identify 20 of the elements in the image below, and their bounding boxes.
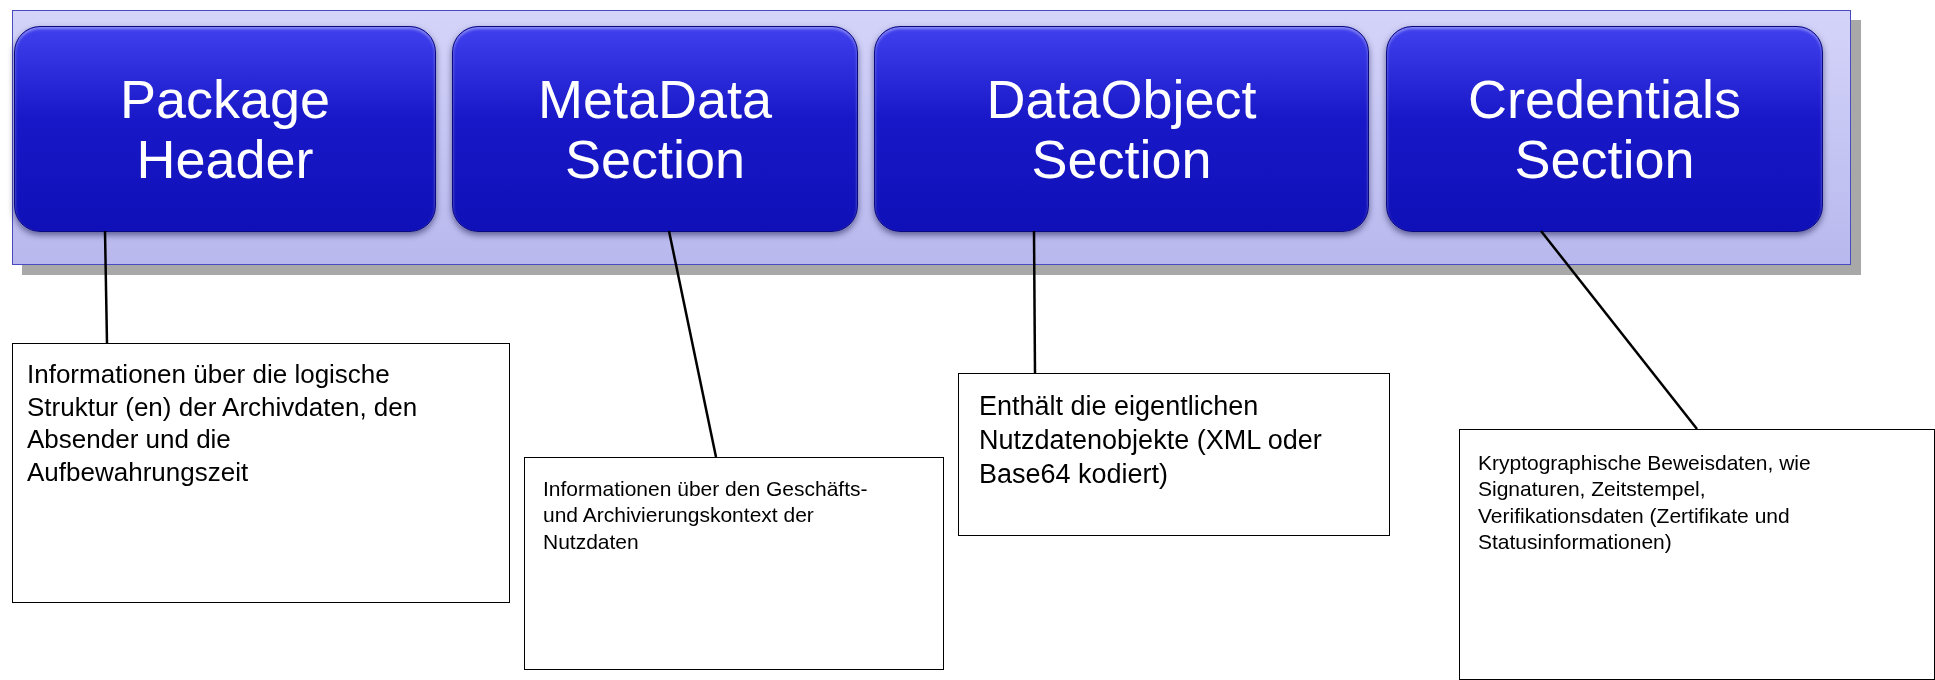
note-text: Informationen über den Geschäfts- und Archivierungskontext der Nutzdaten <box>543 476 869 555</box>
section-box <box>1386 26 1823 232</box>
section-box <box>874 26 1369 232</box>
section-box <box>452 26 858 232</box>
note-box <box>1459 429 1935 680</box>
leader-line <box>667 230 718 458</box>
note-text: Kryptographische Beweisdaten, wie Signaturen, Zeitstempel, Verifikationsdaten (Zertifikate und Statusinformationen) <box>1478 450 1812 555</box>
section-title: DataObject Section <box>985 68 1258 190</box>
note-box <box>524 457 944 670</box>
section-title: Credentials Section <box>1466 68 1743 190</box>
note-box <box>958 373 1390 536</box>
note-box <box>12 343 510 603</box>
note-text: Enthält die eigentlichen Nutzdatenobjekte (XML oder Base64 kodiert) <box>979 390 1323 491</box>
leader-line <box>1540 230 1698 430</box>
section-box <box>14 26 436 232</box>
section-title: MetaData Section <box>536 68 774 190</box>
note-text: Informationen über die logische Struktur (en) der Archivdaten, den Absender und die Aufbewahrungszeit <box>27 358 419 488</box>
leader-line <box>1032 231 1037 373</box>
leader-line <box>103 230 109 344</box>
section-title: Package Header <box>118 68 332 190</box>
